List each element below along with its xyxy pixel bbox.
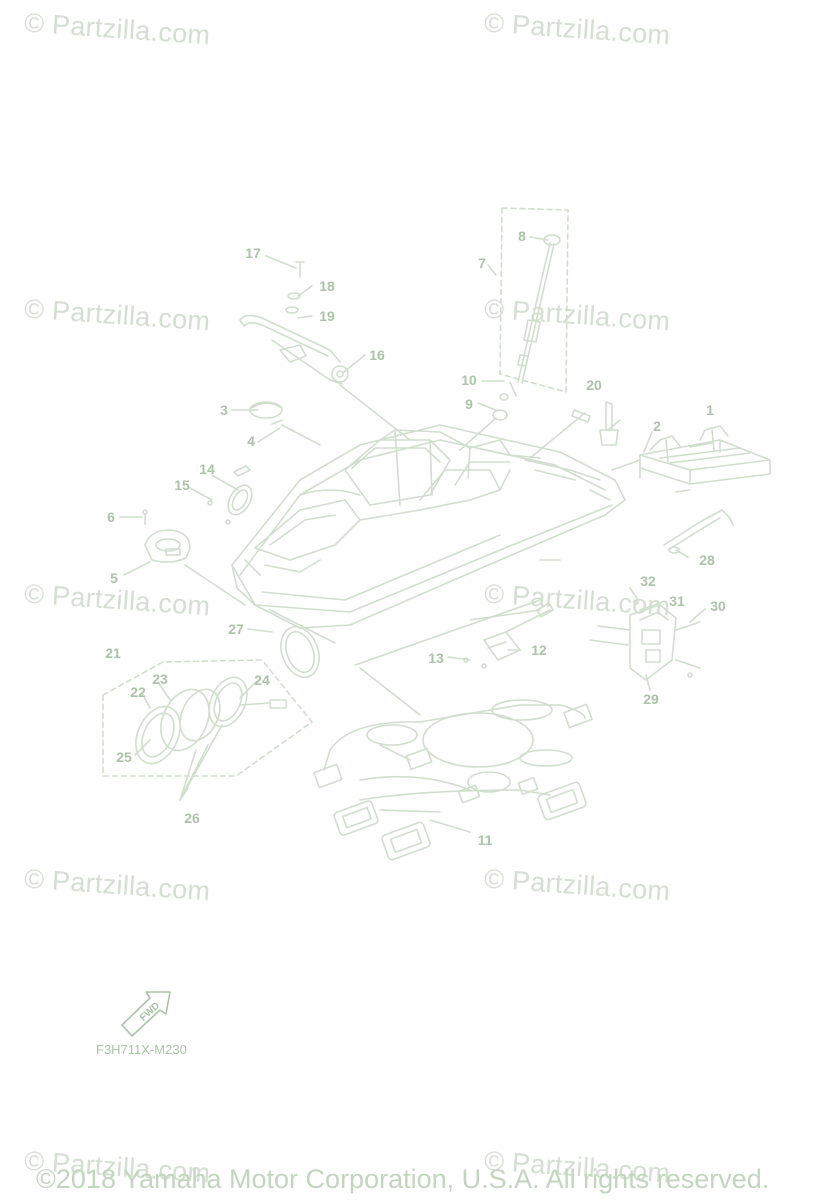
callout-22: 22 <box>130 684 146 700</box>
wiring-harness-drawing <box>313 699 593 861</box>
fwd-arrow-icon <box>121 991 171 1037</box>
copyright-notice: ©2018 Yamaha Motor Corporation, U.S.A. A… <box>36 1164 770 1194</box>
seal-ring-drawing <box>280 626 320 678</box>
callout-10: 10 <box>461 372 477 388</box>
switch-panel-drawing <box>463 602 554 669</box>
callout-2: 2 <box>653 418 661 434</box>
antenna-pole-drawing <box>492 234 561 421</box>
boat-hull-drawing <box>231 424 626 629</box>
drawing-code: F3H711X-M230 <box>96 1042 187 1057</box>
callout-32: 32 <box>640 573 656 589</box>
callout-25: 25 <box>116 749 132 765</box>
callout-6: 6 <box>107 509 115 525</box>
callout-8: 8 <box>518 228 526 244</box>
callout-27: 27 <box>228 621 244 637</box>
callout-21: 21 <box>105 645 121 661</box>
horn-part-drawing <box>142 509 191 563</box>
ski-rack-drawing <box>639 425 771 493</box>
callout-31: 31 <box>669 593 685 609</box>
callout-12: 12 <box>531 642 547 658</box>
callout-1: 1 <box>706 402 714 418</box>
callout-30: 30 <box>710 598 726 614</box>
callout-26: 26 <box>184 810 200 826</box>
bracket-assembly-drawing <box>589 599 701 681</box>
light-assembly-drawing <box>135 676 287 765</box>
callout-5: 5 <box>110 570 118 586</box>
callout-28: 28 <box>699 552 715 568</box>
gauge-part-drawing <box>207 465 253 525</box>
callout-20: 20 <box>586 377 602 393</box>
callout-3: 3 <box>220 402 228 418</box>
callout-4: 4 <box>247 433 255 449</box>
callout-7: 7 <box>478 255 486 271</box>
group-boxes <box>102 207 569 777</box>
callout-29: 29 <box>643 691 659 707</box>
callout-24: 24 <box>254 672 270 688</box>
leader-lines <box>119 236 713 833</box>
cover-part-drawing <box>249 401 283 425</box>
grab-rail-drawing <box>239 261 349 385</box>
sensor-part-drawing <box>571 401 619 446</box>
callout-18: 18 <box>319 278 335 294</box>
callout-13: 13 <box>428 650 444 666</box>
cable-part-drawing <box>663 509 734 554</box>
callout-11: 11 <box>477 832 493 848</box>
callout-17: 17 <box>245 245 261 261</box>
callout-15: 15 <box>174 477 190 493</box>
callout-14: 14 <box>199 461 215 477</box>
callout-23: 23 <box>152 671 168 687</box>
callout-9: 9 <box>465 396 473 412</box>
callout-19: 19 <box>319 308 335 324</box>
callout-16: 16 <box>369 347 385 363</box>
